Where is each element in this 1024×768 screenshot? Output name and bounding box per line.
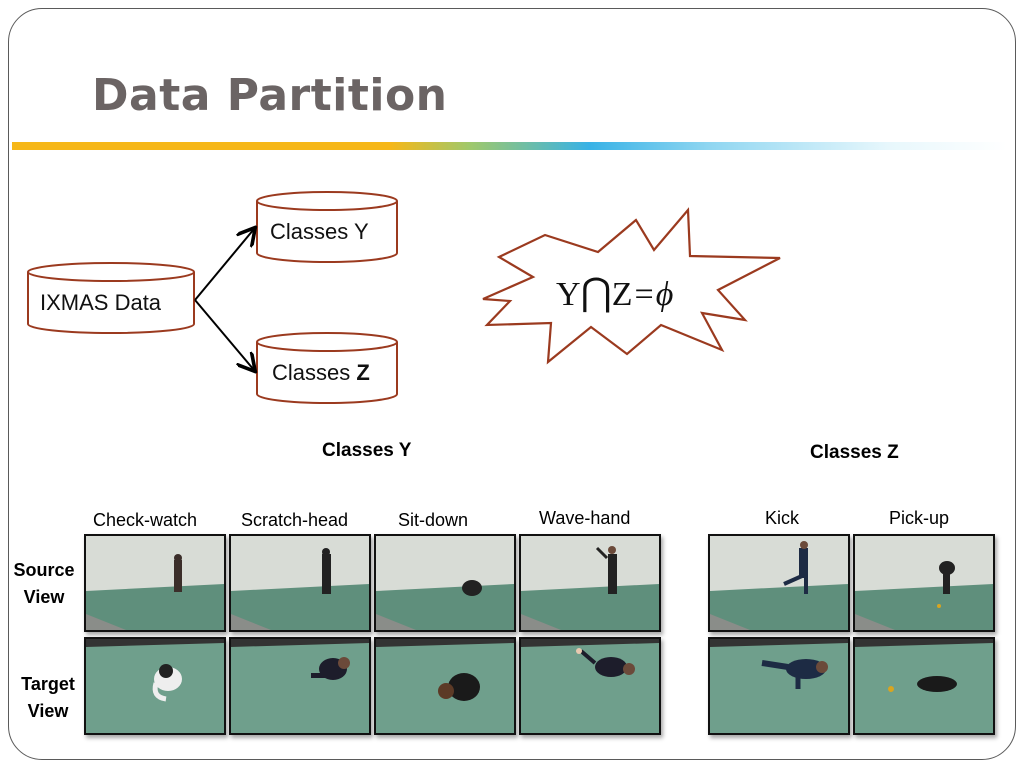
- source-thumb-scratch-head: [229, 534, 371, 632]
- action-label-kick: Kick: [765, 508, 800, 528]
- formula-empty-set: ϕ: [655, 276, 674, 313]
- source-thumb-kick: [708, 534, 850, 632]
- source-thumb-pick-up: [853, 534, 995, 632]
- slide-frame: [8, 8, 1016, 760]
- formula-left: Y: [556, 276, 581, 313]
- classes-y-node-label: Classes Y: [270, 219, 369, 244]
- action-label-wave-hand: Wave-hand: [539, 508, 631, 528]
- arrow-to-classes-y: [194, 229, 254, 301]
- source-thumb-wave-hand: [519, 534, 661, 632]
- source-thumb-sit-down: [374, 534, 516, 632]
- target-thumb-kick: [708, 637, 850, 735]
- source-thumb-check-watch: [84, 534, 226, 632]
- target-view-label: Target View: [21, 674, 75, 721]
- slide-title: Data Partition: [92, 70, 448, 121]
- ixmas-data-label: IXMAS Data: [40, 290, 162, 315]
- formula-equals: =: [634, 276, 654, 313]
- classes-z-header: Classes Z: [810, 442, 899, 463]
- ixmas-cylinder: [27, 262, 195, 334]
- classes-y-cylinder: [256, 191, 398, 263]
- formula: Y⋂Z=ϕ: [556, 270, 673, 315]
- action-label-scratch-head: Scratch-head: [241, 510, 349, 530]
- starburst-shape: [482, 207, 781, 365]
- source-view-label: Source View: [13, 560, 75, 607]
- target-thumb-wave-hand: [519, 637, 661, 735]
- formula-right: Z: [611, 276, 633, 313]
- target-thumb-scratch-head: [229, 637, 371, 735]
- classes-y-header: Classes Y: [322, 440, 412, 461]
- action-label-pick-up: Pick-up: [889, 508, 950, 528]
- classes-z-cylinder: [256, 332, 398, 404]
- formula-intersection-symbol: ⋂: [580, 272, 612, 314]
- action-label-check-watch: Check-watch: [93, 510, 198, 530]
- classes-z-node-label: Classes Z: [272, 360, 370, 385]
- accent-bar: [12, 142, 1007, 150]
- action-label-sit-down: Sit-down: [398, 510, 469, 530]
- partition-diagram: [27, 191, 781, 404]
- target-thumb-pick-up: [853, 637, 995, 735]
- arrow-to-classes-z: [194, 299, 254, 370]
- target-thumb-sit-down: [374, 637, 516, 735]
- target-thumb-check-watch: [84, 637, 226, 735]
